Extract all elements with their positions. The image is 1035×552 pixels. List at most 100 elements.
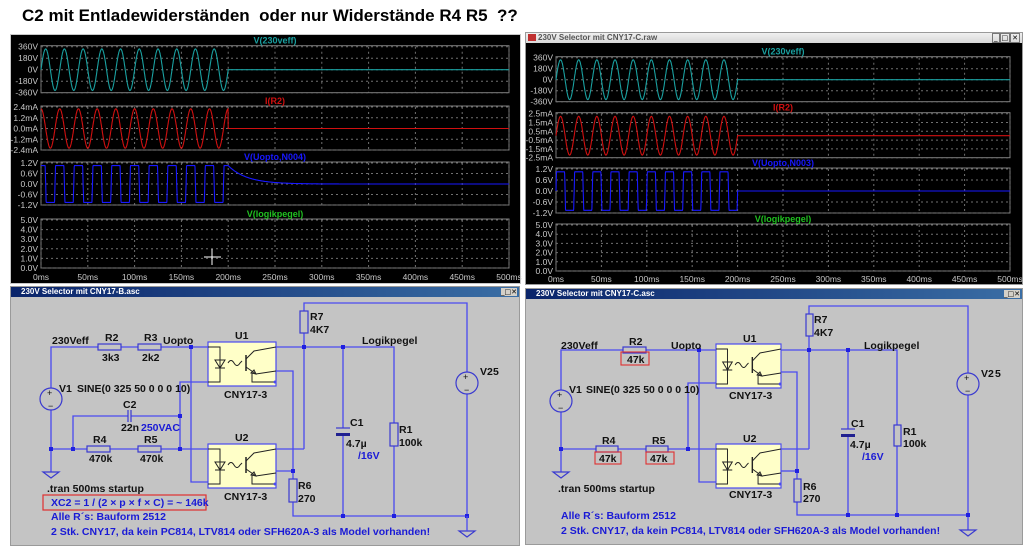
capacitor-c2[interactable] <box>127 410 132 422</box>
y-tick-label: 4.0V <box>536 229 554 239</box>
capacitor-c1[interactable] <box>841 428 855 437</box>
voltage-source-v2[interactable]: +− <box>956 372 980 396</box>
x-tick-label: 250ms <box>262 272 288 282</box>
close-button[interactable]: ✕ <box>1014 290 1020 298</box>
trace-label[interactable]: V(logikpegel) <box>247 209 304 219</box>
minimize-button[interactable]: _ <box>992 33 1000 43</box>
resistor-r2[interactable] <box>97 343 122 351</box>
y-tick-label: 0.0V <box>21 263 39 273</box>
window-title: 230V Selector mit CNY17-B.asc <box>21 287 140 296</box>
y-tick-label: 3.0V <box>536 238 554 248</box>
maximize-button[interactable]: □ <box>999 33 1011 43</box>
trace-label[interactable]: V(230veff) <box>253 36 296 46</box>
resistor-r5[interactable] <box>137 445 162 453</box>
resistor-r7[interactable] <box>805 313 814 337</box>
ground-icon <box>457 530 477 538</box>
trace-label[interactable]: I(R2) <box>773 103 793 113</box>
c1-name: C1 <box>350 417 364 429</box>
spice-directive[interactable]: .tran 500ms startup <box>558 483 655 495</box>
plot-pane-3[interactable]: 1.2V0.6V0.0V-0.6V-1.2VV(Uopto,N004) <box>18 152 510 210</box>
resistor-r6[interactable] <box>793 478 802 503</box>
optocoupler-u1[interactable] <box>207 341 278 387</box>
trace-label[interactable]: V(Uopto,N004) <box>244 152 306 162</box>
r4-value: 47k <box>599 453 617 465</box>
y-tick-label: -360V <box>530 97 553 107</box>
window-controls[interactable]: _□✕ <box>992 33 1020 43</box>
trace-label[interactable]: V(230veff) <box>761 47 804 57</box>
schematic-canvas-left[interactable]: +− +− 230Veff Uopto Logikpegel R2 3k3 R3… <box>11 287 521 547</box>
x-tick-label: 50ms <box>591 274 612 284</box>
resistor-r1[interactable] <box>389 422 399 447</box>
resistor-r4[interactable] <box>86 445 111 453</box>
svg-text:+: + <box>47 388 52 398</box>
ground-icon <box>958 529 978 537</box>
ground-icon <box>551 471 571 479</box>
svg-text:+: + <box>964 373 969 383</box>
y-tick-label: 1.0V <box>21 253 39 263</box>
trace-v-230veff- <box>555 59 1010 101</box>
net-label-uopto: Uopto <box>163 335 193 347</box>
voltage-source-v2[interactable]: +− <box>455 371 479 395</box>
r3-name: R3 <box>144 332 158 344</box>
y-tick-label: 0.0V <box>536 186 554 196</box>
cursor-crosshair-icon <box>204 249 221 265</box>
r4-name: R4 <box>93 434 107 446</box>
y-tick-label: 0.0V <box>536 266 554 276</box>
waveform-icon <box>528 34 536 41</box>
r5-value: 470k <box>140 453 164 465</box>
title-bar[interactable]: 230V Selector mit CNY17-B.asc _□✕ <box>11 287 519 297</box>
optocoupler-u2[interactable] <box>715 443 783 489</box>
x-tick-label: 200ms <box>215 272 241 282</box>
capacitor-c1[interactable] <box>336 427 350 436</box>
spice-directive[interactable]: .tran 500ms startup <box>47 483 144 495</box>
waveform-plot-left[interactable]: 360V180V0V-180V-360VV(230veff)2.4mA1.2mA… <box>11 35 522 285</box>
note-bauform: Alle R´s: Bauform 2512 <box>51 511 166 523</box>
waveform-plot-right[interactable]: 360V180V0V-180V-360VV(230veff)2.5mA1.5mA… <box>526 43 1024 286</box>
resistor-r6[interactable] <box>288 478 298 503</box>
y-tick-label: 1.2V <box>21 158 39 168</box>
close-button[interactable]: ✕ <box>511 288 517 296</box>
window-controls[interactable]: _□✕ <box>1004 290 1020 298</box>
r1-value: 100k <box>903 438 927 450</box>
close-button[interactable]: ✕ <box>1010 33 1020 43</box>
resistor-r2[interactable] <box>622 346 647 354</box>
c1-rating: /16V <box>862 451 884 463</box>
trace-label[interactable]: V(logikpegel) <box>755 214 812 224</box>
net-label-logikpegel: Logikpegel <box>864 340 920 352</box>
y-tick-label: -1.2V <box>18 200 39 210</box>
window-controls[interactable]: _□✕ <box>501 288 517 296</box>
trace-v-uopto-n003- <box>555 171 1010 211</box>
y-tick-label: -180V <box>15 76 38 86</box>
plot-pane-4[interactable]: 5.0V4.0V3.0V2.0V1.0V0.0VV(logikpegel) <box>536 214 1011 276</box>
resistor-r3[interactable] <box>137 343 162 351</box>
x-tick-label: 150ms <box>679 274 705 284</box>
minimize-button[interactable]: _ <box>1004 290 1008 298</box>
x-tick-label: 350ms <box>861 274 887 284</box>
voltage-source-v1[interactable]: +− <box>39 387 63 411</box>
voltage-source-v1[interactable]: +− <box>549 389 573 413</box>
u1-model: CNY17-3 <box>729 390 772 402</box>
schematic-canvas-right[interactable]: +− +− 230Veff Uopto Logikpegel R2 47k R4… <box>526 289 1024 546</box>
optocoupler-u1[interactable] <box>715 343 783 389</box>
resistor-r7[interactable] <box>299 310 309 334</box>
maximize-button[interactable]: □ <box>504 288 512 296</box>
v2-name: V2 <box>480 366 493 378</box>
maximize-button[interactable]: □ <box>1007 290 1015 298</box>
minimize-button[interactable]: _ <box>501 288 505 296</box>
optocoupler-u2[interactable] <box>207 443 278 489</box>
v1-value: SINE(0 325 50 0 0 0 10) <box>586 384 699 396</box>
u1-name: U1 <box>743 333 757 345</box>
trace-label[interactable]: I(R2) <box>265 96 285 106</box>
title-bar[interactable]: 230V Selector mit CNY17-C.raw _□✕ <box>526 33 1022 43</box>
y-tick-label: 2.0V <box>536 248 554 258</box>
trace-label[interactable]: V(Uopto,N003) <box>752 158 814 168</box>
plot-pane-3[interactable]: 1.2V0.6V0.0V-0.6V-1.2VV(Uopto,N003) <box>533 158 1011 218</box>
plot-pane-4[interactable]: 5.0V4.0V3.0V2.0V1.0V0.0VV(logikpegel) <box>21 209 510 273</box>
resistor-r1[interactable] <box>893 424 902 447</box>
title-bar[interactable]: 230V Selector mit CNY17-C.asc _□✕ <box>526 289 1022 299</box>
